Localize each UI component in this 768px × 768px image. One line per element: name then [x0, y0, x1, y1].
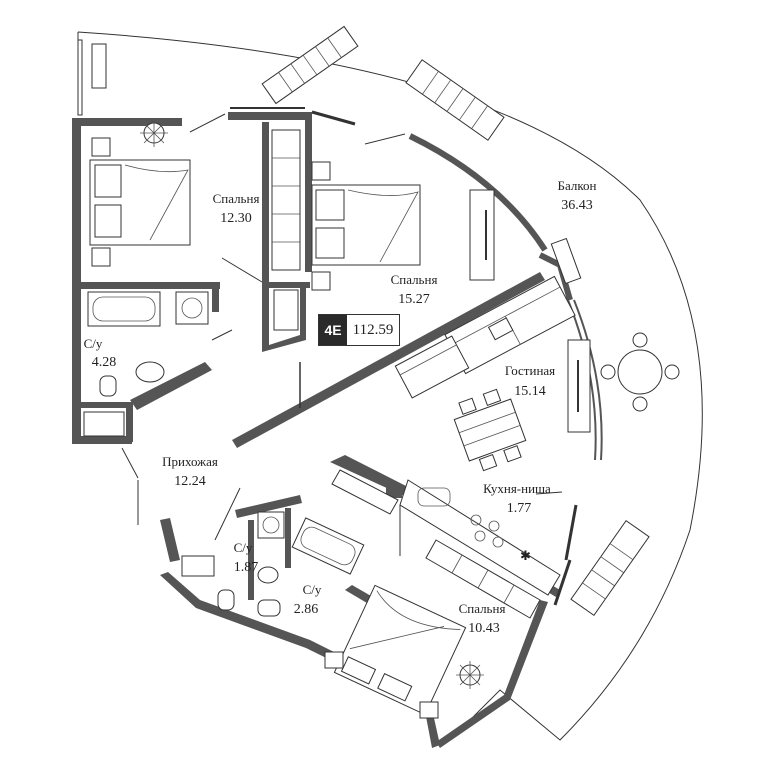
- toilet-3: [257, 599, 281, 617]
- sink-3: [181, 555, 215, 577]
- room-name-bedroom-1: Спальня: [213, 191, 260, 206]
- wall-diagonal-main: [232, 272, 545, 448]
- shelf-1: [83, 411, 125, 437]
- lounger-1: [261, 25, 359, 105]
- kitchen-counter: [331, 469, 561, 596]
- bed-2: [311, 184, 421, 266]
- room-area-hallway: 12.24: [174, 474, 206, 489]
- window-top-left-frame: [91, 43, 107, 89]
- room-name-bathroom-1: С/у: [84, 336, 103, 351]
- window-top-left: [77, 39, 83, 116]
- fridge-icon: ✱: [520, 548, 531, 563]
- sink-1: [135, 361, 165, 383]
- bed-1: [89, 159, 191, 246]
- room-area-bedroom-2: 15.27: [398, 292, 430, 307]
- lounger-2: [405, 59, 505, 141]
- wall-bath2-divider: [248, 520, 254, 600]
- armchair-1: [394, 335, 470, 399]
- toilet-2: [217, 589, 235, 611]
- room-name-bedroom-2: Спальня: [391, 272, 438, 287]
- wall-left-top: [72, 118, 182, 126]
- room-name-balcony: Балкон: [558, 178, 597, 193]
- nightstand-3a: [324, 651, 344, 669]
- washer-2: [257, 511, 285, 539]
- nightstand-1b: [91, 247, 111, 267]
- window-right-lower: [564, 504, 578, 561]
- nightstand-2a: [311, 161, 331, 181]
- room-area-bathroom-3: 2.86: [294, 602, 319, 617]
- door-swing-3: [221, 257, 263, 283]
- wall-shaft: [262, 282, 310, 288]
- wall-bath-lower: [78, 402, 133, 408]
- wall-lower-outer: [160, 572, 440, 748]
- lounger-3: [570, 519, 650, 617]
- door-swing-7: [214, 487, 241, 541]
- door-swing-9: [121, 447, 139, 479]
- wall-curved-exterior: [408, 133, 548, 252]
- washer-1-drum: [181, 297, 203, 319]
- wall-bath3-divider: [285, 508, 291, 568]
- bathtub-1: [87, 291, 161, 327]
- tv-unit-1: [469, 189, 495, 281]
- apartment-code: 4E: [319, 315, 347, 345]
- window-top-right: [311, 110, 356, 126]
- room-area-bedroom-1: 12.30: [220, 211, 252, 226]
- toilet-1: [99, 375, 117, 397]
- wall-bath-divider: [78, 282, 220, 289]
- room-name-hallway: Прихожая: [162, 454, 218, 469]
- wall-bath-diagonal: [130, 362, 212, 410]
- apartment-total-area: 112.59: [352, 321, 394, 338]
- washer-2-drum: [262, 516, 280, 534]
- wall-lower-top: [235, 495, 302, 518]
- wall-kitchen-col: [386, 484, 402, 498]
- plant-1-icon: [140, 119, 168, 147]
- kitchen-lower-cabinets: [425, 539, 541, 619]
- nightstand-1a: [91, 137, 111, 157]
- balcony-bench: [550, 237, 582, 285]
- door-swing-1: [189, 113, 226, 133]
- window-curved: [567, 299, 597, 461]
- nightstand-2b: [311, 271, 331, 291]
- room-area-living: 15.14: [514, 384, 546, 399]
- room-name-living: Гостиная: [505, 363, 555, 378]
- wall-bedroom3-right: [436, 600, 548, 748]
- room-area-bedroom-3: 10.43: [468, 621, 500, 636]
- shaft-sink: [273, 289, 299, 331]
- window-curved-inner: [573, 299, 603, 461]
- plant-2-icon: [456, 661, 484, 689]
- door-swing-2: [364, 133, 406, 145]
- sink-2: [257, 566, 279, 584]
- dining-table: [453, 388, 527, 472]
- room-area-bathroom-2: 1.87: [234, 560, 259, 575]
- nightstand-3b: [419, 701, 439, 719]
- wall-bath-corner: [126, 404, 133, 442]
- room-area-bathroom-1: 4.28: [92, 355, 117, 370]
- wall-mid-top: [228, 112, 308, 120]
- washer-1: [175, 291, 209, 325]
- room-name-kitchen: Кухня-ниша: [483, 481, 551, 496]
- room-name-bathroom-2: С/у: [234, 540, 253, 555]
- room-name-bathroom-3: С/у: [303, 582, 322, 597]
- balcony-round-table: [600, 332, 680, 412]
- door-swing-10: [535, 491, 563, 495]
- bathtub-2: [291, 517, 365, 575]
- room-area-kitchen: 1.77: [507, 501, 532, 516]
- wall-left-outer: [72, 118, 81, 443]
- wall-lower-left: [160, 518, 180, 562]
- wall-left-bottom: [72, 436, 132, 444]
- wall-bath-right: [212, 282, 219, 312]
- wall-shaft-low: [262, 288, 306, 352]
- door-swing-4: [211, 329, 233, 341]
- wall-wardrobe-left: [262, 122, 269, 282]
- wall-wardrobe-right: [305, 112, 312, 272]
- window-right-lower-2: [553, 559, 572, 606]
- room-area-balcony: 36.43: [561, 198, 593, 213]
- bed-3: [333, 584, 467, 716]
- wardrobe-1: [271, 129, 301, 271]
- balcony-outline: [77, 31, 703, 741]
- apartment-badge: 4E 112.59: [318, 314, 400, 346]
- room-name-bedroom-3: Спальня: [459, 601, 506, 616]
